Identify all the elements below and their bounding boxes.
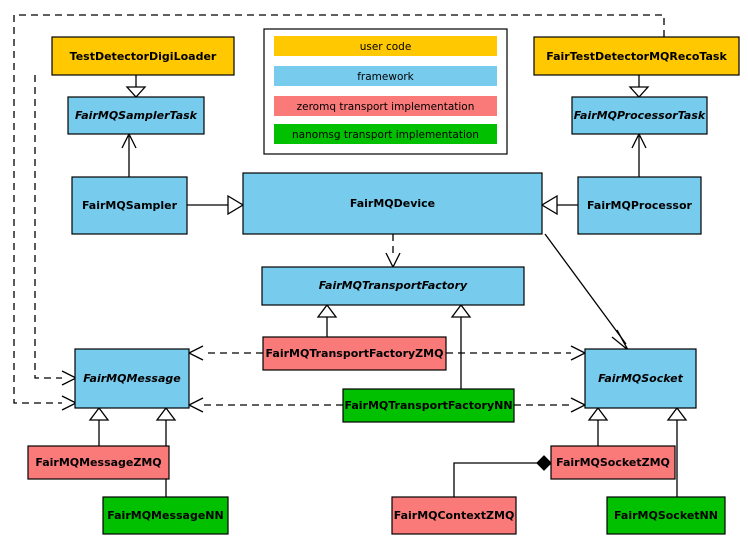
node-box[interactable] (391, 496, 517, 535)
node-label: FairTestDetectorMQRecoTask (546, 50, 727, 63)
edge-recotask-inherits-processortask (628, 75, 650, 98)
edge-factoryzmq-depends-message (187, 345, 263, 361)
edge-sampler-inherits-device (187, 194, 245, 216)
edge-factorynn-depends-socket (514, 397, 587, 413)
node-box[interactable] (571, 96, 708, 135)
edge-socketzmq-inherits-socket (587, 406, 609, 446)
node-box[interactable] (102, 496, 229, 535)
node-label: TestDetectorDigiLoader (70, 50, 217, 63)
node-fairmq-socket[interactable]: FairMQSocket (584, 348, 697, 409)
node-fairmq-transport-factory-nn[interactable]: FairMQTransportFactoryNN (342, 388, 515, 423)
legend-label-nanomsg: nanomsg transport implementation (292, 129, 479, 141)
node-box[interactable] (261, 266, 525, 306)
legend-swatch-user-code (274, 36, 497, 56)
edge-factorynn-depends-message (187, 397, 343, 413)
node-fairmq-transport-factory[interactable]: FairMQTransportFactory (261, 266, 525, 306)
node-label: FairMQSamplerTask (75, 109, 198, 122)
node-box[interactable] (27, 445, 170, 480)
node-fairmq-transport-factory-zmq[interactable]: FairMQTransportFactoryZMQ (262, 336, 447, 371)
node-label: FairMQProcessorTask (574, 109, 706, 122)
node-label: FairMQProcessor (587, 199, 692, 212)
node-label: FairMQTransportFactory (319, 279, 468, 292)
node-box[interactable] (51, 36, 235, 76)
node-label: FairMQSocket (598, 372, 684, 385)
edge-factoryzmq-inherits-factory (316, 303, 338, 337)
edge-socketzmq-composes-contextzmq (453, 455, 552, 497)
node-fairmq-message-zmq[interactable]: FairMQMessageZMQ (27, 445, 170, 480)
node-box[interactable] (606, 496, 726, 535)
node-box[interactable] (262, 336, 447, 371)
node-fairmq-context-zmq[interactable]: FairMQContextZMQ (391, 496, 517, 535)
node-label: FairMQSampler (82, 199, 178, 212)
legend-swatch-zeromq (274, 96, 497, 116)
edge-sampler-assoc-samplertask (121, 132, 137, 177)
node-box[interactable] (67, 96, 205, 135)
node-layer: TestDetectorDigiLoader FairMQSamplerTask… (27, 36, 740, 535)
node-box[interactable] (533, 36, 740, 76)
edge-messagezmq-inherits-message (88, 406, 110, 446)
edge-device-depends-transportfactory (385, 234, 401, 269)
node-label: FairMQMessageNN (107, 509, 223, 522)
node-box[interactable] (71, 176, 188, 235)
edge-processor-assoc-processortask (631, 132, 647, 177)
edge-digiloader-inherits-samplertask (125, 75, 147, 98)
edge-processor-inherits-device (540, 194, 578, 216)
node-fairmq-message[interactable]: FairMQMessage (74, 348, 190, 409)
edge-device-assoc-socket (544, 233, 629, 351)
node-fairmq-socket-zmq[interactable]: FairMQSocketZMQ (550, 445, 676, 480)
node-label: FairMQTransportFactoryNN (344, 399, 512, 412)
node-fairmq-processor-task[interactable]: FairMQProcessorTask (571, 96, 708, 135)
legend-swatch-framework (274, 66, 497, 86)
node-box[interactable] (577, 176, 702, 235)
node-fairmq-processor[interactable]: FairMQProcessor (577, 176, 702, 235)
node-label: FairMQMessageZMQ (35, 456, 161, 469)
node-fairmq-socket-nn[interactable]: FairMQSocketNN (606, 496, 726, 535)
edge-factorynn-inherits-factory (450, 303, 472, 389)
node-label: FairMQContextZMQ (394, 509, 515, 522)
node-fairmq-message-nn[interactable]: FairMQMessageNN (102, 496, 229, 535)
node-box[interactable] (584, 348, 697, 409)
legend-label-zeromq: zeromq transport implementation (297, 101, 475, 113)
legend: user code framework zeromq transport imp… (263, 28, 508, 155)
node-box[interactable] (550, 445, 676, 480)
node-box[interactable] (74, 348, 190, 409)
edge-socketnn-inherits-socket (666, 406, 688, 497)
node-test-detector-digi-loader[interactable]: TestDetectorDigiLoader (51, 36, 235, 76)
node-fairmq-sampler-task[interactable]: FairMQSamplerTask (67, 96, 205, 135)
node-fair-test-detector-mq-reco-task[interactable]: FairTestDetectorMQRecoTask (533, 36, 740, 76)
node-fairmq-device[interactable]: FairMQDevice (242, 172, 543, 235)
node-box[interactable] (342, 388, 515, 423)
edge-factoryzmq-depends-socket (446, 345, 587, 361)
node-box[interactable] (242, 172, 543, 235)
node-label: FairMQSocketNN (614, 509, 718, 522)
node-fairmq-sampler[interactable]: FairMQSampler (71, 176, 188, 235)
node-label: FairMQSocketZMQ (556, 456, 670, 469)
legend-swatch-nanomsg (274, 124, 497, 144)
legend-label-user-code: user code (360, 41, 412, 53)
node-label: FairMQDevice (350, 197, 435, 210)
node-label: FairMQTransportFactoryZMQ (266, 347, 444, 360)
node-label: FairMQMessage (83, 372, 181, 385)
legend-label-framework: framework (357, 71, 414, 83)
